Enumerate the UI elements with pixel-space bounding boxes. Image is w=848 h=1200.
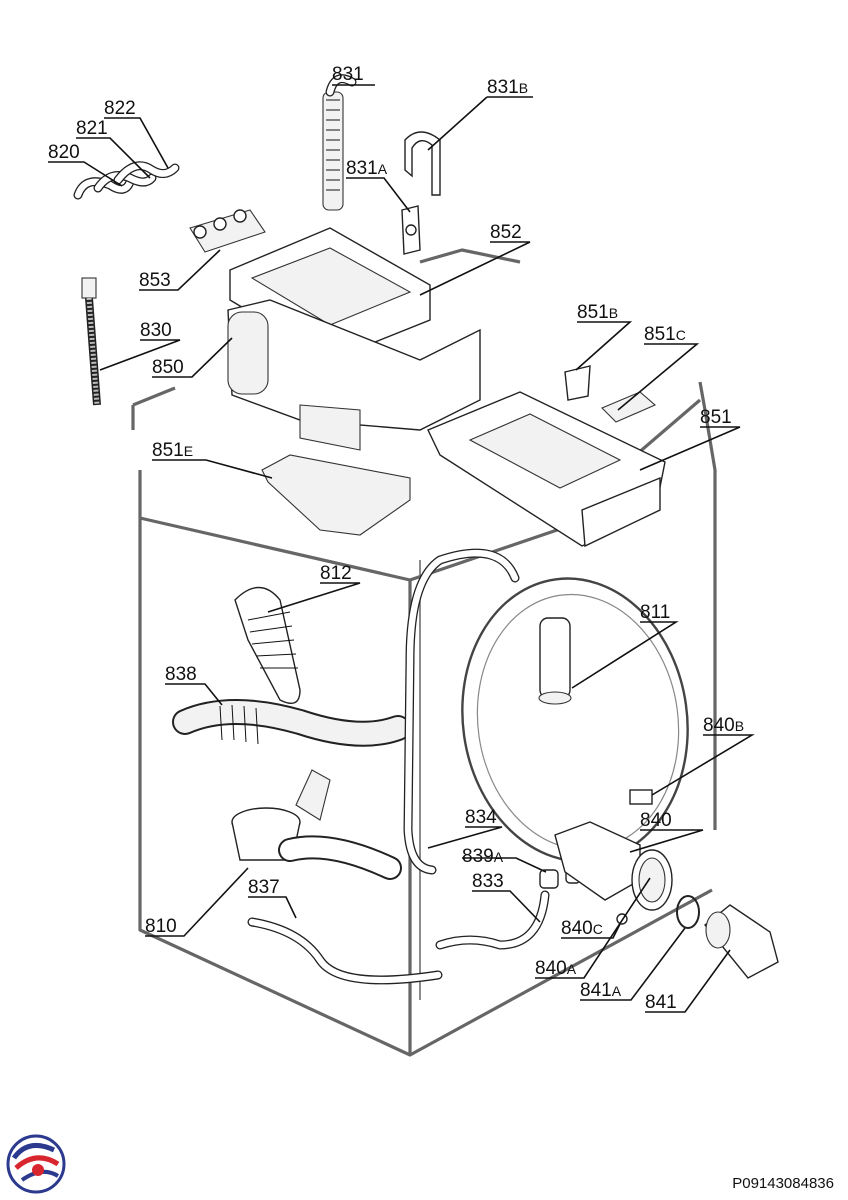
part-840b-clip <box>629 789 653 805</box>
part-831a-clip <box>401 205 421 255</box>
label-851e: 851E <box>152 440 193 461</box>
label-830: 830 <box>140 320 172 341</box>
leader-lines <box>48 84 755 1013</box>
label-837: 837 <box>248 877 280 898</box>
label-831a: 831A <box>346 158 388 179</box>
part-840-pump <box>554 821 673 911</box>
callout-labels: 831 831B 822 821 820 831A 852 853 830 85… <box>48 64 744 1013</box>
part-831-hose <box>322 74 357 211</box>
label-839a: 839A <box>462 846 504 867</box>
part-837-hose <box>247 917 443 985</box>
part-838-hose <box>172 699 411 747</box>
label-834: 834 <box>465 807 497 828</box>
part-831b-bracket <box>404 131 441 196</box>
part-811-sensor <box>538 617 572 705</box>
label-851c: 851C <box>644 324 686 345</box>
label-841a: 841A <box>580 980 622 1001</box>
part-851c-cover <box>601 391 657 423</box>
part-833-hose <box>435 890 550 950</box>
label-841: 841 <box>645 992 677 1013</box>
part-812-bellows <box>234 586 301 704</box>
label-853: 853 <box>139 270 171 291</box>
part-850-dispenser-base <box>227 299 481 451</box>
label-811: 811 <box>640 602 670 623</box>
label-833: 833 <box>472 871 504 892</box>
label-840c: 840C <box>561 918 603 939</box>
label-831b: 831B <box>487 77 528 98</box>
label-840a: 840A <box>535 958 577 979</box>
part-830-inlet-hose <box>81 277 101 406</box>
label-831: 831 <box>332 64 364 85</box>
part-841-filter <box>704 904 779 979</box>
part-834-hose <box>403 548 520 875</box>
label-840b: 840B <box>703 715 744 736</box>
label-810: 810 <box>145 916 177 937</box>
label-812: 812 <box>320 563 352 584</box>
label-850: 850 <box>152 357 184 378</box>
part-851b-clip <box>564 365 591 401</box>
part-810-sump <box>231 769 402 880</box>
label-822: 822 <box>104 98 136 119</box>
brand-logo-icon <box>6 1134 66 1194</box>
part-851e-channel <box>261 454 411 536</box>
label-840: 840 <box>640 810 672 831</box>
part-841a-seal <box>676 895 700 929</box>
document-number: P09143084836 <box>732 1175 834 1192</box>
part-853-valve <box>189 209 266 253</box>
label-851b: 851B <box>577 302 618 323</box>
label-852: 852 <box>490 222 522 243</box>
part-820-822-hoses <box>73 161 180 200</box>
label-821: 821 <box>76 118 108 139</box>
part-851-drawer <box>427 391 666 548</box>
label-838: 838 <box>165 664 197 685</box>
label-851: 851 <box>700 407 732 428</box>
label-820: 820 <box>48 142 80 163</box>
